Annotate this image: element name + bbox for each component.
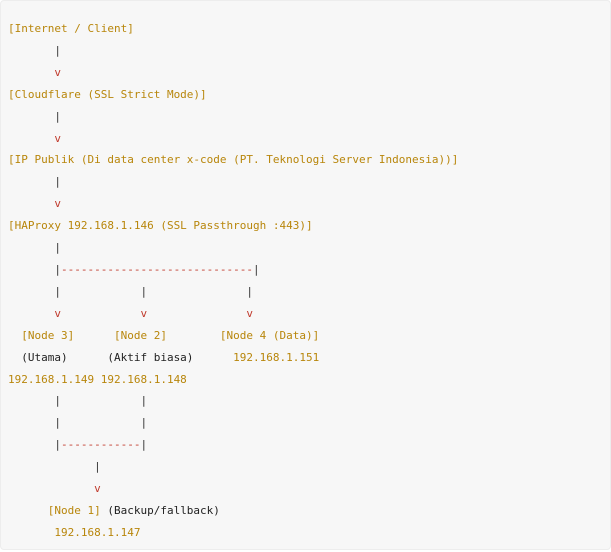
connector-pipe: | (8, 175, 61, 189)
connector-pipe: | (140, 438, 148, 452)
connector-arrow: v (8, 482, 101, 496)
connector-arrows: v v v (8, 306, 254, 320)
connector-pipe: | (8, 241, 61, 255)
node-1-label: [Node 1] (8, 503, 101, 517)
connector-pipe: | (8, 438, 61, 452)
connector-pipes: | | (8, 416, 148, 430)
connector-pipes: | | (8, 394, 148, 408)
connector-pipe: | (8, 460, 101, 474)
cloudflare-node: [Cloudflare (SSL Strict Mode)] (8, 87, 207, 101)
node-4-ip: 192.168.1.151 (233, 350, 320, 364)
branch-dash-line: ----------------------------- (60, 262, 254, 276)
node-roles: (Utama) (Aktif biasa) (8, 350, 234, 364)
node-1-role: (Backup/fallback) (100, 503, 220, 517)
connector-arrow: v (8, 197, 61, 211)
connector-pipe: | (8, 109, 61, 123)
connector-pipes: | | | (8, 284, 254, 298)
connector-arrow: v (8, 131, 61, 145)
connector-pipe: | (253, 262, 260, 276)
connector-pipe: | (8, 262, 61, 276)
node-1-ip: 192.168.1.147 (8, 525, 141, 539)
public-ip-node: [IP Publik (Di data center x-code (PT. T… (8, 153, 459, 167)
merge-dash-line: ------------ (60, 438, 141, 452)
ascii-network-diagram: [Internet / Client] | v [Cloudflare (SSL… (8, 18, 458, 544)
haproxy-node: [HAProxy 192.168.1.146 (SSL Passthrough … (8, 219, 313, 233)
internet-client-node: [Internet / Client] (8, 22, 134, 35)
node-labels: [Node 3] [Node 2] [Node 4 (Data)] (8, 328, 320, 342)
connector-arrow: v (8, 65, 61, 79)
connector-pipe: | (8, 43, 61, 57)
node-3-2-ips: 192.168.1.149 192.168.1.148 (8, 372, 187, 386)
